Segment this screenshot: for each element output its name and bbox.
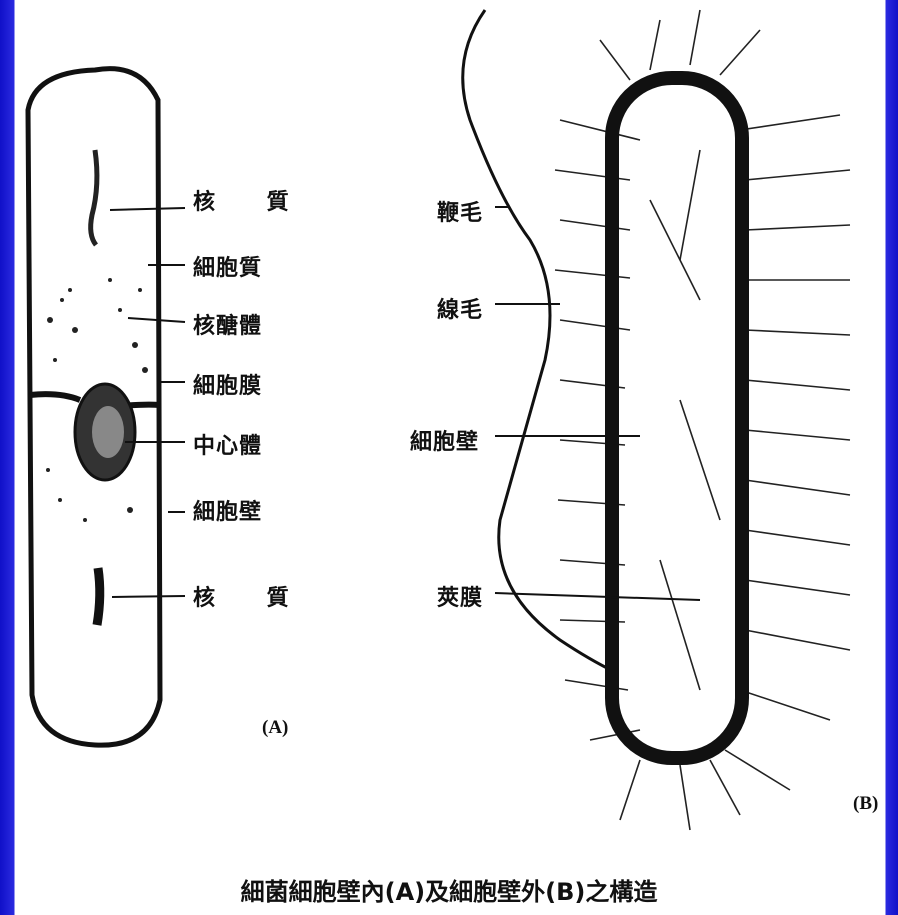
label-capsule: 莢膜 <box>437 580 483 612</box>
label-nucleoid-upper: 核 質 <box>193 184 311 216</box>
cell-b-wall <box>612 78 742 758</box>
flagellum <box>463 10 615 672</box>
nucleoid-lower <box>97 568 100 625</box>
pili <box>555 10 850 830</box>
label-cell-membrane: 細胞膜 <box>193 368 262 400</box>
label-centrosome: 中心體 <box>193 428 262 460</box>
panel-b-tag: (B) <box>853 793 878 815</box>
label-flagellum: 鞭毛 <box>437 195 483 227</box>
label-pili: 線毛 <box>437 292 483 324</box>
label-cytoplasm: 細胞質 <box>193 250 262 282</box>
cell-a <box>28 69 185 746</box>
figure-caption: 細菌細胞壁內(A)及細胞壁外(B)之構造 <box>0 872 898 907</box>
panel-a-tag: (A) <box>262 717 288 739</box>
label-ribosome: 核醣體 <box>193 308 262 340</box>
cell-b <box>463 10 850 830</box>
label-nucleoid-lower: 核 質 <box>193 580 311 612</box>
label-cell-wall-a: 細胞壁 <box>193 494 262 526</box>
label-cell-wall-b: 細胞壁 <box>410 424 479 456</box>
leader-lines-b <box>495 207 700 600</box>
